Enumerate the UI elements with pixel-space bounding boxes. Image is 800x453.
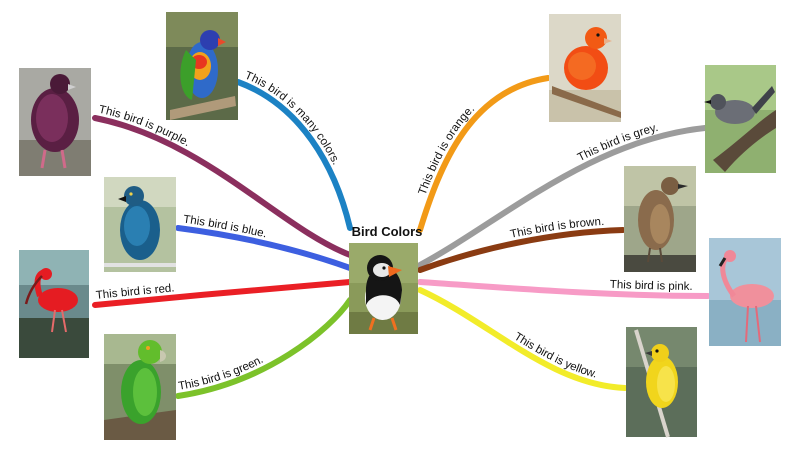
photo-thrush bbox=[624, 166, 696, 272]
photo-canary bbox=[549, 14, 621, 122]
photo-starling bbox=[104, 177, 176, 272]
photo-parrot bbox=[104, 334, 176, 440]
label-orange: This bird is orange. bbox=[417, 103, 477, 197]
photo-warbler bbox=[626, 327, 697, 438]
photo-lorikeet bbox=[166, 12, 238, 120]
photo-ibis bbox=[19, 250, 89, 358]
central-topic-title: Bird Colors bbox=[351, 224, 423, 239]
photo-flamingo bbox=[709, 238, 781, 346]
photo-catbird bbox=[704, 65, 776, 173]
center-photo-puffin bbox=[349, 243, 418, 334]
photo-pigeon bbox=[19, 68, 91, 176]
label-pink: This bird is pink. bbox=[610, 279, 693, 293]
